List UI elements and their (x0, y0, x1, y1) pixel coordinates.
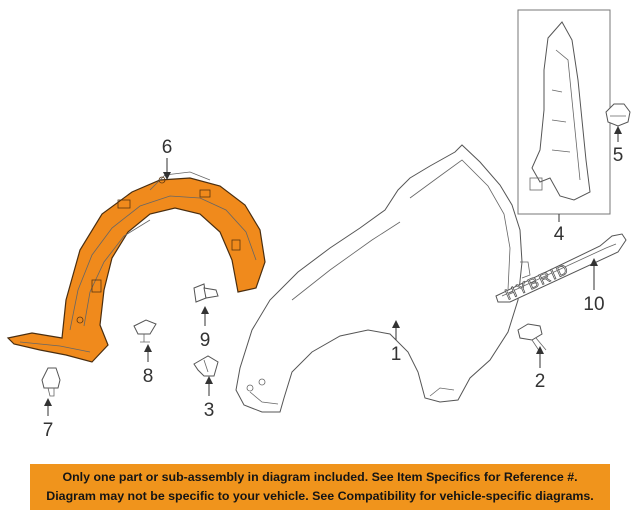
fender-liner[interactable] (6, 171, 266, 363)
callout-1: 1 (391, 344, 402, 365)
callout-9: 9 (200, 330, 211, 351)
callout-2: 2 (535, 371, 546, 392)
callout-6: 6 (162, 137, 173, 158)
bolt[interactable] (517, 323, 547, 353)
push-clip[interactable] (41, 367, 61, 397)
callout-5: 5 (613, 145, 624, 166)
disclaimer-line-1: Only one part or sub-assembly in diagram… (62, 470, 578, 484)
screw-clip[interactable] (133, 319, 157, 343)
callout-labels: 6 1 2 3 4 5 7 8 9 10 (43, 137, 624, 441)
leader-lines (44, 126, 622, 416)
retainer-clip[interactable] (193, 355, 219, 377)
fastener[interactable] (193, 283, 219, 303)
callout-7: 7 (43, 420, 54, 441)
callout-10: 10 (583, 294, 604, 315)
disclaimer-line-2: Diagram may not be specific to your vehi… (46, 489, 594, 503)
fender[interactable] (235, 144, 531, 413)
callout-3: 3 (204, 400, 215, 421)
fender-liner-shape (6, 177, 266, 363)
callout-8: 8 (143, 366, 154, 387)
disclaimer-banner: Only one part or sub-assembly in diagram… (30, 464, 610, 510)
fender-outline (235, 144, 523, 413)
callout-4: 4 (554, 224, 565, 245)
parts-diagram: HYBRID (6, 9, 631, 441)
fender-bracket[interactable] (517, 9, 611, 215)
